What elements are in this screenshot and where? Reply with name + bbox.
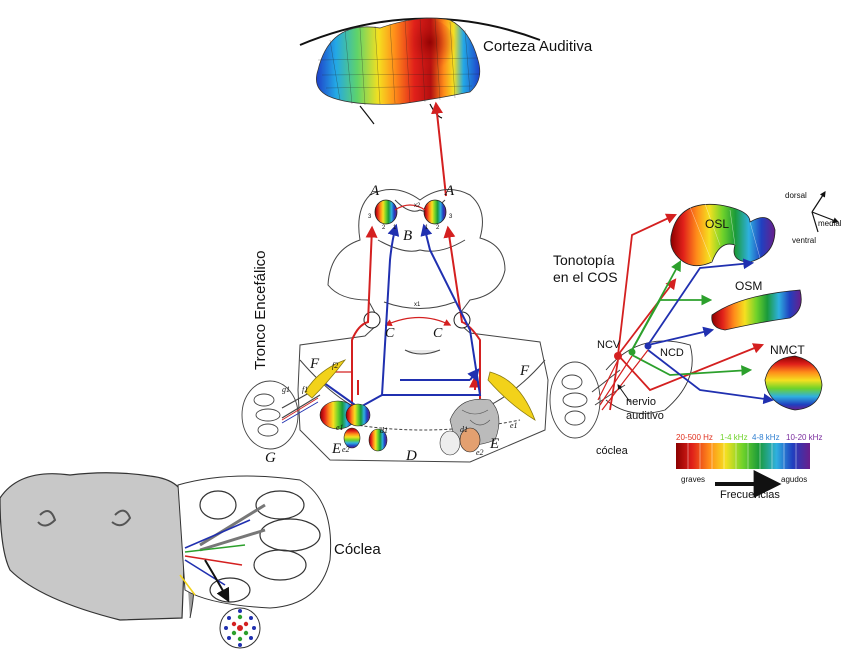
freq-band-3: 4-8 kHz bbox=[752, 433, 780, 442]
label-e1-right: e1 bbox=[510, 421, 518, 430]
label-x1: x1 bbox=[414, 302, 421, 308]
label-e1-left: e1 bbox=[336, 423, 344, 432]
label-B: B bbox=[403, 228, 412, 244]
label-C-left: C bbox=[385, 326, 395, 341]
label-d1-right: d1 bbox=[460, 425, 468, 434]
label-f1: f1 bbox=[302, 385, 308, 394]
label-NMCT: NMCT bbox=[770, 343, 805, 357]
label-OSM: OSM bbox=[735, 279, 762, 293]
label-e2-right: e2 bbox=[476, 448, 484, 457]
label-ventral: ventral bbox=[792, 236, 816, 245]
nucleus-OSM bbox=[712, 290, 801, 330]
label-NCD: NCD bbox=[660, 347, 684, 359]
label-g1: g1 bbox=[282, 385, 290, 394]
label-d1-left: d1 bbox=[380, 426, 388, 435]
label-medial: medial bbox=[818, 219, 842, 228]
label-NCV: NCV bbox=[597, 339, 621, 351]
label-A-left: A bbox=[369, 183, 380, 199]
olive-num-1-right: 1 bbox=[425, 225, 429, 231]
label-tonotopy-1: Tonotopía bbox=[553, 252, 615, 268]
freq-band-2: 1-4 kHz bbox=[720, 433, 748, 442]
label-D: D bbox=[405, 448, 417, 464]
label-brainstem: Tronco Encefálico bbox=[252, 250, 269, 370]
ncv-blue-dot bbox=[645, 343, 652, 350]
nucleus-left-C bbox=[364, 312, 380, 328]
freq-band-4: 10-20 kHz bbox=[786, 433, 822, 442]
auditory-cortex-map bbox=[300, 18, 540, 124]
olive-left-A bbox=[375, 200, 397, 224]
label-C-right: C bbox=[433, 326, 443, 341]
label-G: G bbox=[265, 450, 276, 466]
label-cochlea-main: Cóclea bbox=[334, 541, 381, 558]
ncv-green-dot bbox=[629, 349, 636, 356]
label-F-right: F bbox=[519, 363, 530, 379]
label-frequencies: Frecuencias bbox=[720, 489, 780, 501]
label-OSL: OSL bbox=[705, 217, 729, 231]
label-agudos: agudos bbox=[781, 475, 807, 484]
olive-num-3-right: 3 bbox=[449, 214, 453, 220]
label-dorsal: dorsal bbox=[785, 191, 807, 200]
nucleus-left-E bbox=[320, 401, 387, 451]
label-nerve-1: nervio bbox=[626, 396, 656, 408]
label-E-left: E bbox=[331, 441, 341, 457]
label-nerve-2: auditivo bbox=[626, 410, 664, 422]
label-cortex: Corteza Auditiva bbox=[483, 38, 593, 55]
label-x2: x2 bbox=[414, 203, 421, 209]
olive-num-2-right: 2 bbox=[436, 225, 440, 231]
label-e2-left: e2 bbox=[342, 445, 350, 454]
label-graves: graves bbox=[681, 475, 705, 484]
label-A-right: A bbox=[444, 183, 455, 199]
freq-band-1: 20-500 Hz bbox=[676, 433, 713, 442]
label-cochlea-small: cóclea bbox=[596, 445, 629, 457]
ncv-red-dot bbox=[614, 352, 622, 360]
olive-right-A bbox=[424, 200, 446, 224]
nucleus-NMCT bbox=[765, 356, 822, 410]
olive-num-3-left: 3 bbox=[368, 214, 372, 220]
olive-num-2-left: 2 bbox=[382, 225, 386, 231]
label-f2: f2 bbox=[332, 361, 338, 370]
label-F-left: F bbox=[309, 356, 320, 372]
cochlea-large bbox=[0, 473, 331, 648]
label-E-right: E bbox=[489, 436, 499, 452]
label-tonotopy-2: en el COS bbox=[553, 269, 618, 285]
